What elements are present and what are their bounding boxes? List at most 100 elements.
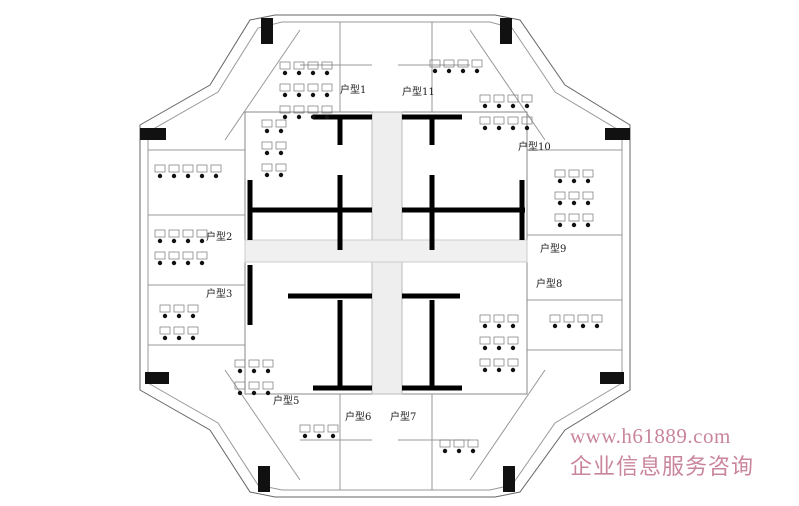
chair	[580, 323, 586, 329]
desk	[307, 83, 319, 92]
desk	[521, 94, 533, 103]
desk	[261, 163, 273, 172]
desk	[568, 169, 580, 178]
desk	[299, 424, 311, 433]
chair	[330, 433, 336, 439]
partitions	[148, 22, 622, 490]
chair	[566, 323, 572, 329]
desk	[493, 94, 505, 103]
desk	[168, 164, 180, 173]
chair	[324, 92, 330, 98]
watermark-url: www.h61889.com	[570, 424, 731, 448]
chair	[190, 335, 196, 341]
desk	[321, 105, 333, 114]
chair	[157, 260, 163, 266]
chair	[190, 313, 196, 319]
chair	[199, 260, 205, 266]
chair	[264, 128, 270, 134]
chair	[296, 114, 302, 120]
chair	[185, 260, 191, 266]
desk	[582, 191, 594, 200]
desk	[293, 105, 305, 114]
desk	[261, 141, 273, 150]
chair	[264, 150, 270, 156]
desk	[582, 169, 594, 178]
chair	[176, 313, 182, 319]
chair	[496, 103, 502, 109]
chair	[594, 323, 600, 329]
desk	[493, 116, 505, 125]
desk	[234, 359, 246, 368]
chair	[496, 367, 502, 373]
chair	[510, 125, 516, 131]
chair	[282, 70, 288, 76]
chair	[296, 92, 302, 98]
chair	[171, 238, 177, 244]
chair	[585, 200, 591, 206]
chair	[251, 390, 257, 396]
desk	[275, 141, 287, 150]
desk	[479, 336, 491, 345]
desk	[479, 116, 491, 125]
chair	[324, 70, 330, 76]
desk	[429, 59, 441, 68]
chair	[296, 70, 302, 76]
chair	[474, 68, 480, 74]
chair	[585, 178, 591, 184]
unit-label: 户型1	[340, 83, 366, 96]
chair	[278, 150, 284, 156]
desk	[275, 163, 287, 172]
desk	[293, 83, 305, 92]
chair	[585, 222, 591, 228]
desk	[479, 314, 491, 323]
watermark-slogan: 企业信息服务咨询	[570, 455, 755, 480]
chair	[171, 260, 177, 266]
chair	[185, 173, 191, 179]
chair	[446, 68, 452, 74]
desk	[554, 191, 566, 200]
furniture	[154, 59, 603, 454]
desk	[568, 213, 580, 222]
desk	[563, 314, 575, 323]
desk	[275, 119, 287, 128]
desk	[321, 83, 333, 92]
chair	[278, 128, 284, 134]
desk	[196, 164, 208, 173]
chair	[199, 238, 205, 244]
chair	[482, 103, 488, 109]
chair	[557, 178, 563, 184]
chair	[310, 114, 316, 120]
chair	[496, 345, 502, 351]
chair	[324, 114, 330, 120]
desk	[210, 164, 222, 173]
desk	[196, 229, 208, 238]
chair	[552, 323, 558, 329]
chair	[442, 448, 448, 454]
chair	[496, 323, 502, 329]
desk	[439, 439, 451, 448]
desk	[471, 59, 483, 68]
desk	[154, 251, 166, 260]
building-outline	[139, 14, 631, 498]
chair	[282, 92, 288, 98]
chair	[524, 103, 530, 109]
chair	[557, 222, 563, 228]
chair	[510, 345, 516, 351]
desk	[457, 59, 469, 68]
desk	[568, 191, 580, 200]
chair	[162, 313, 168, 319]
desk	[591, 314, 603, 323]
chair	[302, 433, 308, 439]
desk	[159, 326, 171, 335]
desk	[154, 229, 166, 238]
chair	[199, 173, 205, 179]
chair	[510, 367, 516, 373]
chair	[460, 68, 466, 74]
unit-labels: 户型1 户型11 户型10 户型9 户型8 户型2 户型3 户型5 户型6 户型…	[206, 83, 566, 423]
chair	[571, 222, 577, 228]
desk	[234, 381, 246, 390]
chair	[456, 448, 462, 454]
desk	[313, 424, 325, 433]
desk	[493, 314, 505, 323]
desk	[262, 381, 274, 390]
